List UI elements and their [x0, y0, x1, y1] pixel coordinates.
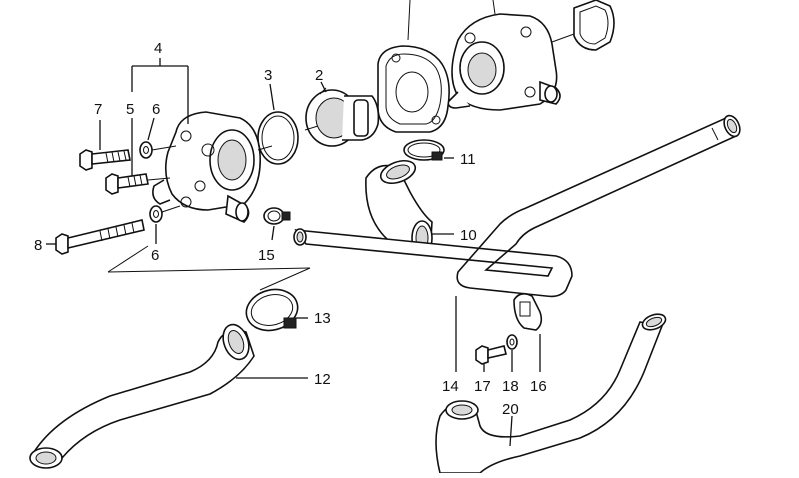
- pipe-bracket-16: [513, 292, 543, 372]
- bolt-8: [46, 205, 181, 255]
- callout-10: 10: [460, 227, 477, 244]
- callout-8: 8: [34, 237, 42, 254]
- housing-gasket: [377, 45, 450, 133]
- bolt-7: [79, 120, 131, 171]
- assembly-lines: [107, 245, 311, 291]
- thermostat: [304, 81, 380, 147]
- callout-14: 14: [442, 378, 459, 395]
- callout-11: 11: [460, 151, 476, 168]
- hose-20: [435, 313, 667, 474]
- hose-clamp-11: [403, 139, 454, 161]
- callout-16: 16: [530, 378, 547, 395]
- callout-6-lower: 6: [151, 247, 159, 264]
- callout-5: 5: [126, 101, 134, 118]
- callout-bracket-4: [131, 58, 189, 176]
- callout-20: 20: [502, 401, 519, 418]
- callout-2: 2: [315, 67, 323, 84]
- housing-gasket-top-right: [551, 0, 615, 51]
- thermostat-housing: [407, 0, 561, 111]
- callout-13: 13: [314, 310, 331, 327]
- thermostat-cover: [152, 111, 273, 223]
- callout-3: 3: [264, 67, 272, 84]
- callout-18: 18: [502, 378, 519, 395]
- bolt-17: [475, 345, 507, 372]
- callout-17: 17: [474, 378, 491, 395]
- hose-clamp-13: [245, 288, 308, 332]
- coolant-pipe-14: [293, 114, 741, 372]
- bolt-5: [105, 173, 171, 195]
- washer-6: [139, 117, 177, 159]
- sealing-ring: [257, 83, 299, 165]
- callout-4: 4: [154, 40, 162, 57]
- callout-6-upper: 6: [152, 101, 160, 118]
- callout-7: 7: [94, 101, 102, 118]
- hose-clamp-15: [263, 207, 291, 241]
- callout-labels: 4 7 5 6 3 2 11 10 8 6 15 13 12 14 17 18 …: [34, 40, 547, 418]
- washer-18: [506, 334, 518, 372]
- callout-15: 15: [258, 247, 275, 264]
- callout-12: 12: [314, 371, 331, 388]
- hose-12: [29, 323, 308, 469]
